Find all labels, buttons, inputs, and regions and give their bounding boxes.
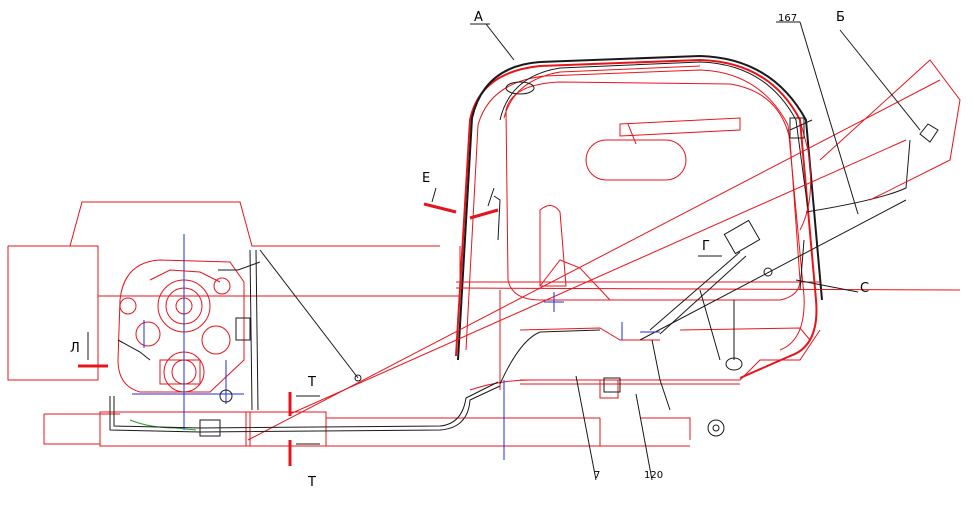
label-l: Л	[70, 341, 80, 356]
right-routing	[789, 59, 961, 291]
lower-hose	[109, 249, 743, 437]
label-e: Е	[422, 171, 430, 186]
roof-hose	[493, 61, 809, 241]
label-7: 7	[594, 470, 600, 481]
label-167: 167	[778, 13, 797, 24]
axis-markers	[143, 292, 660, 460]
labels: А Б 167 Е Г С Л Т Т 7 120	[70, 10, 869, 490]
reference-lines	[247, 79, 941, 441]
label-t-top: Т	[307, 375, 316, 390]
interior-details	[519, 117, 811, 399]
detail-callout-a	[470, 23, 515, 61]
label-b: Б	[836, 10, 845, 25]
control-lever	[649, 219, 773, 361]
section-marks	[78, 21, 921, 481]
label-g: Г	[702, 239, 710, 254]
label-a: А	[474, 10, 483, 25]
gearbox-assembly	[117, 234, 251, 437]
label-120: 120	[644, 470, 663, 481]
cab-outline	[455, 54, 961, 391]
label-t-bottom: Т	[307, 475, 316, 490]
label-c: С	[860, 281, 869, 296]
